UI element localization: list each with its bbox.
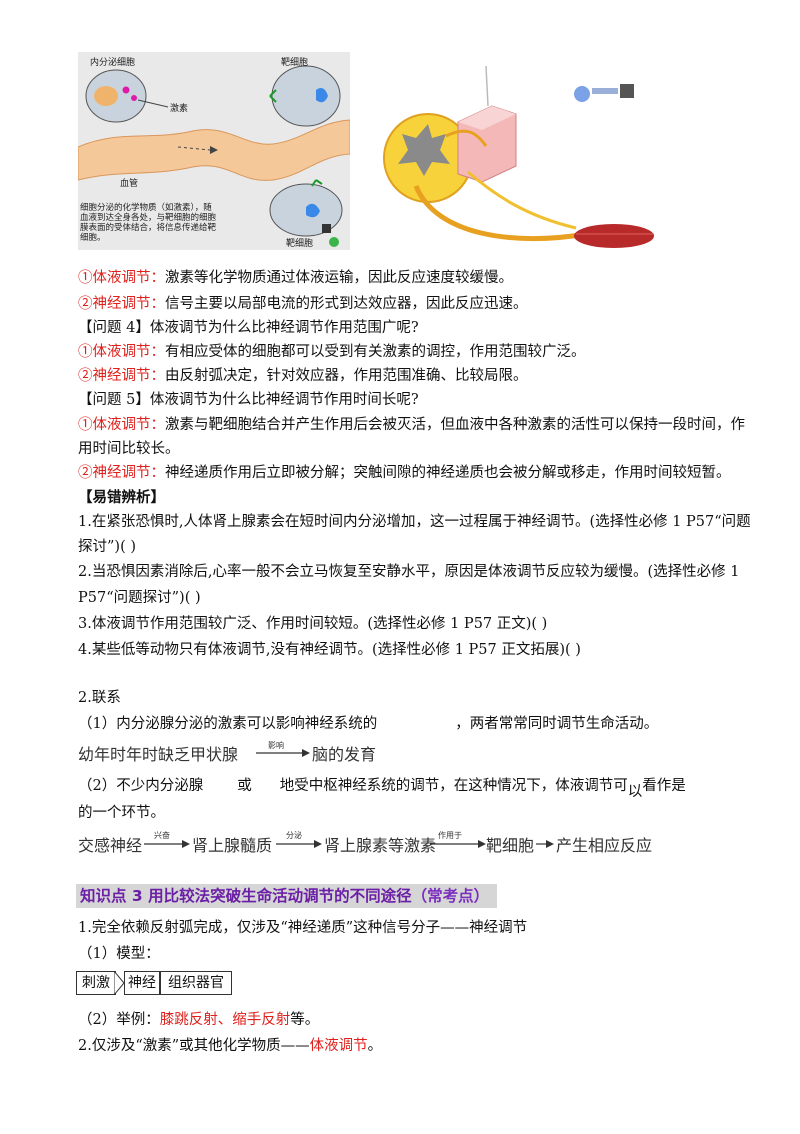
kp3-model-title: （1）模型：: [78, 946, 160, 962]
target-cell-top: [271, 65, 341, 127]
q5-humoral-1: ①体液调节：激素与靶细胞结合并产生作用后会被灭活，但血液中各种激素的活性可以保持…: [78, 417, 745, 433]
q5-title: 【问题 5】体液调节为什么比神经调节作用时间长呢?: [78, 392, 419, 408]
flow-2: 交感神经 兴奋 肾上腺髓质 分泌 肾上腺素等激素 作用于 靶细胞 产生相应反应: [78, 828, 658, 856]
flow2-arrow-3: 作用于: [430, 830, 486, 848]
flow1-arrow: 影响: [256, 740, 310, 757]
flow1-to: 脑的发育: [312, 745, 377, 764]
error-item-1b: 探讨”)( ): [78, 539, 136, 555]
q4-neural: ②神经调节：由反射弧决定，针对效应器，作用范围准确、比较局限。: [78, 368, 528, 384]
relation-p2-end: 的一个环节。: [78, 805, 165, 821]
flow2-arrow-4: [536, 840, 554, 848]
kp3-example: （2）举例：膝跳反射、缩手反射等。: [78, 1012, 320, 1028]
flow2-arrow-2: 分泌: [276, 830, 322, 848]
svg-text:影响: 影响: [268, 740, 284, 750]
label-target-bottom: 靶细胞: [286, 237, 313, 249]
flow2-node-2: 肾上腺髓质: [192, 836, 273, 855]
hormone-transport-figure: 内分泌细胞 靶细胞 激素 血管 细胞分泌的化学物质（如激素），随 血液到达全身各…: [78, 52, 350, 250]
flow-1: 幼年时年时缺乏甲状腺 影响 脑的发育: [78, 738, 418, 764]
muscle: [574, 224, 654, 248]
error-item-4: 4.某些低等动物只有体液调节,没有神经调节。(选择性必修 1 P57 正文拓展)…: [78, 642, 581, 658]
kp3-item-2: 2.仅涉及“激素”或其他化学物质——体液调节。: [78, 1038, 383, 1054]
model-box-stimulus: 刺激: [76, 971, 116, 995]
model-arrow: [114, 971, 124, 995]
speed-humoral: ①体液调节：激素等化学物质通过体液运输，因此反应速度较缓慢。: [78, 270, 513, 286]
flow1-from: 幼年时年时缺乏甲状腺: [78, 745, 239, 764]
kp3-item-1: 1.完全依赖反射弧完成，仅涉及“神经递质”这种信号分子——神经调节: [78, 920, 528, 936]
model-box-organ: 组织器官: [160, 971, 232, 995]
model-box-nerve: 神经: [124, 971, 160, 995]
relation-p2: （2）不少内分泌腺或地受中枢神经系统的调节，在这种情况下，体液调节可以看作是: [78, 778, 686, 800]
flow2-arrow-1: 兴奋: [144, 830, 190, 848]
speed-neural: ②神经调节：信号主要以局部电流的形式到达效应器，因此反应迅速。: [78, 296, 528, 312]
error-item-3: 3.体液调节作用范围较广泛、作用时间较短。(选择性必修 1 P57 正文)( ): [78, 616, 548, 632]
error-item-2b: P57“问题探讨”)( ): [78, 590, 201, 606]
label-vessel: 血管: [120, 177, 138, 189]
q5-humoral-2: 用时间比较长。: [78, 441, 180, 457]
errors-title: 【易错辨析】: [78, 489, 165, 506]
flow2-node-4: 靶细胞: [486, 836, 535, 855]
q4-humoral: ①体液调节：有相应受体的细胞都可以受到有关激素的调控，作用范围较广泛。: [78, 344, 586, 360]
kp3-heading: 知识点 3 用比较法突破生命活动调节的不同途径（常考点）: [76, 884, 498, 908]
label-target-top: 靶细胞: [281, 56, 308, 68]
caption-line-4: 细胞。: [80, 232, 106, 243]
flow2-node-3: 肾上腺素等激素: [324, 836, 437, 855]
error-item-2a: 2.当恐惧因素消除后,心率一般不会立马恢复至安静水平，原因是体液调节反应较为缓慢…: [78, 564, 740, 580]
q4-title: 【问题 4】体液调节为什么比神经调节作用范围广呢?: [78, 320, 419, 336]
relation-p1: （1）内分泌腺分泌的激素可以影响神经系统的，两者常常同时调节生命活动。: [78, 716, 659, 732]
caption-line-2: 血液到达全身各处，与靶细胞的细胞: [80, 212, 217, 223]
error-item-1a: 1.在紧张恐惧时,人体肾上腺素会在短时间内分泌增加，这一过程属于神经调节。(选择…: [78, 514, 751, 530]
caption-line-1: 细胞分泌的化学物质（如激素），随: [80, 202, 212, 213]
svg-text:分泌: 分泌: [286, 830, 302, 840]
flow2-node-5: 产生相应反应: [556, 836, 653, 855]
label-hormone: 激素: [170, 102, 188, 114]
relation-title: 2.联系: [78, 690, 121, 706]
reflex-arc-figure: [383, 66, 654, 248]
label-endocrine: 内分泌细胞: [90, 56, 135, 68]
flow2-node-1: 交感神经: [78, 836, 143, 855]
q5-neural: ②神经调节：神经递质作用后立即被分解；突触间隙的神经递质也会被分解或移走，作用时…: [78, 465, 731, 481]
svg-text:兴奋: 兴奋: [154, 830, 170, 840]
svg-text:作用于: 作用于: [438, 830, 462, 840]
caption-line-3: 膜表面的受体结合，将信息传递给靶: [80, 222, 217, 233]
